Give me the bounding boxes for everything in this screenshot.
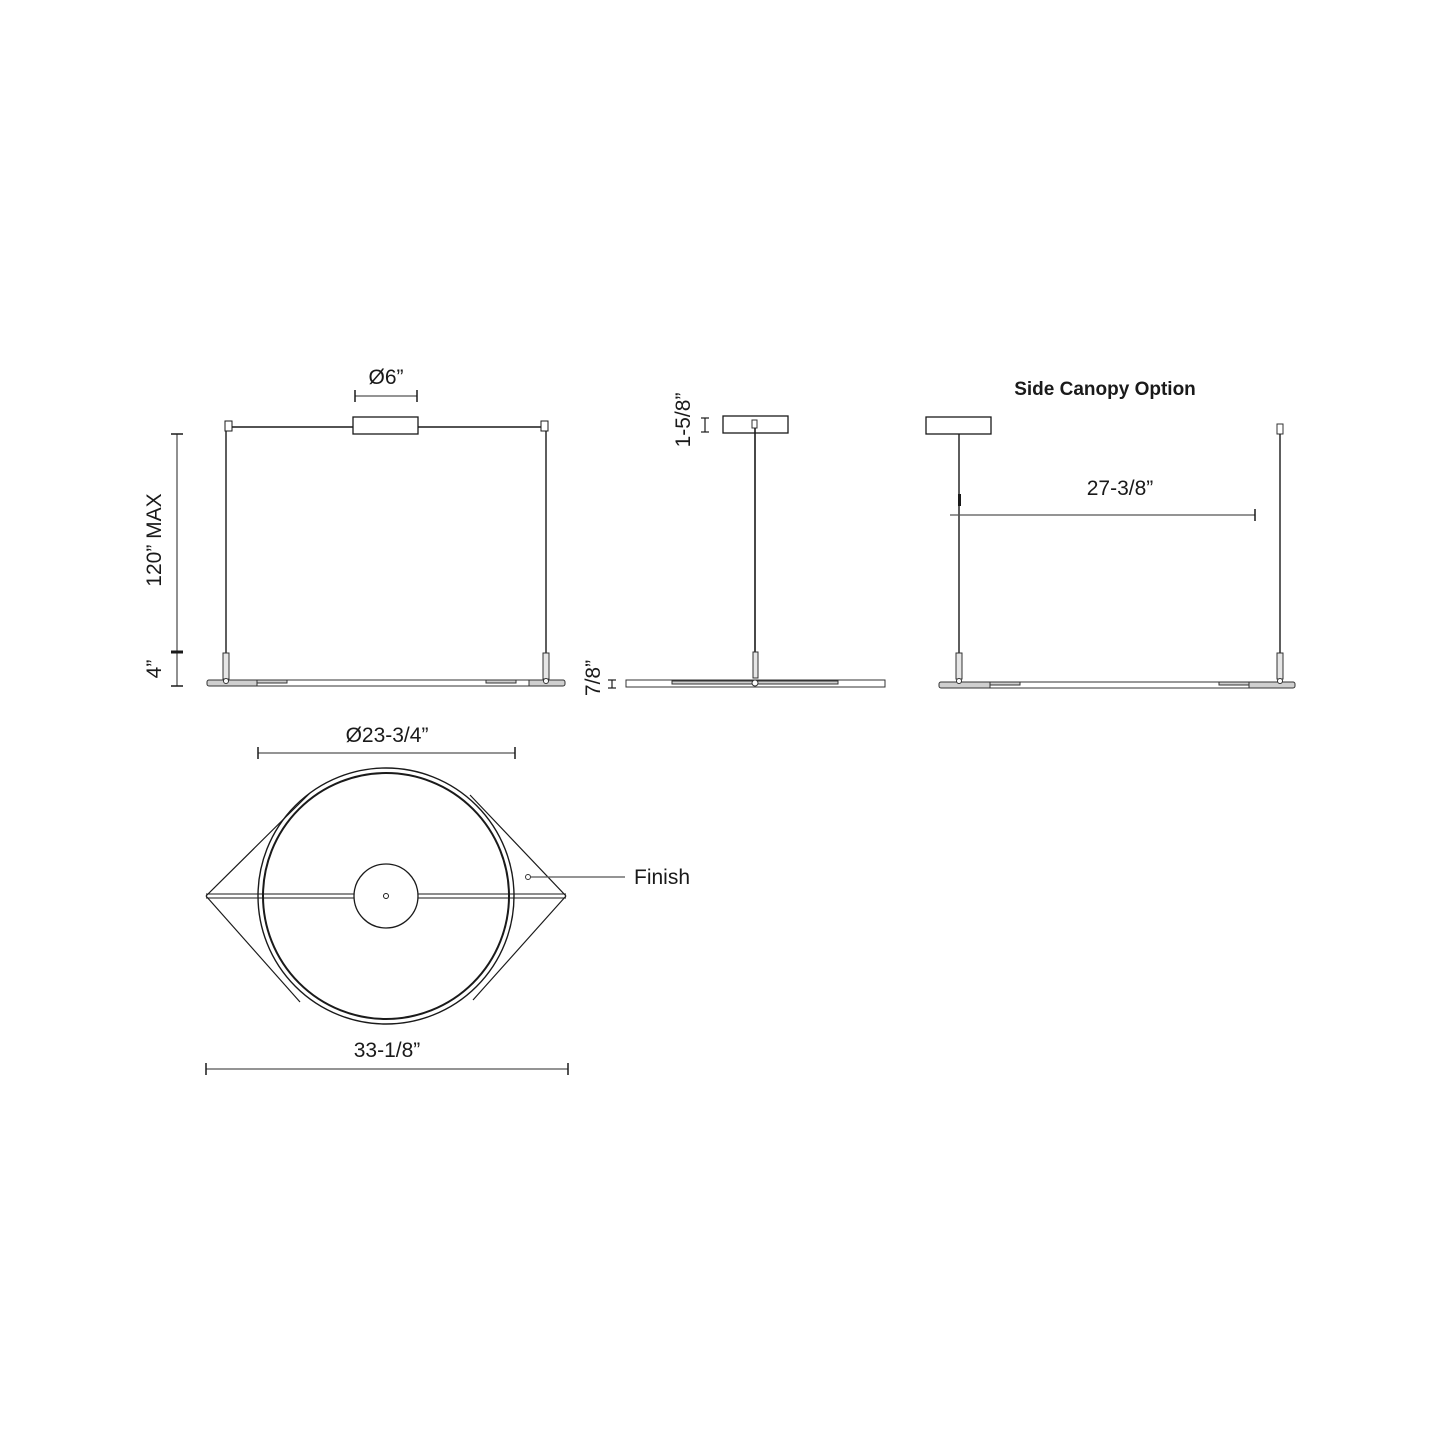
front-view: Ø6” 120” MAX 4”	[143, 366, 566, 687]
ring-diameter-label: Ø23-3/4”	[346, 724, 429, 747]
overall-width-label: 33-1/8”	[354, 1039, 421, 1062]
finish-callout: Finish	[634, 866, 690, 889]
bar-height-label: 7/8”	[582, 660, 605, 696]
ring	[257, 767, 515, 1025]
side-canopy-option-view: Side Canopy Option 27-3/8”	[925, 379, 1296, 689]
span-label: 27-3/8”	[1087, 477, 1154, 500]
side-canopy-title: Side Canopy Option	[1014, 379, 1196, 400]
canopy	[352, 416, 419, 435]
fixture-height-label: 4”	[143, 660, 166, 679]
canopy-height-label: 1-5/8”	[672, 393, 695, 448]
max-height-label: 120” MAX	[143, 493, 166, 586]
side-view: 1-5/8” 7/8”	[582, 393, 886, 696]
top-view: Ø23-3/4” Finish 33-1/8”	[205, 724, 690, 1075]
canopy-diameter-label: Ø6”	[368, 366, 403, 389]
